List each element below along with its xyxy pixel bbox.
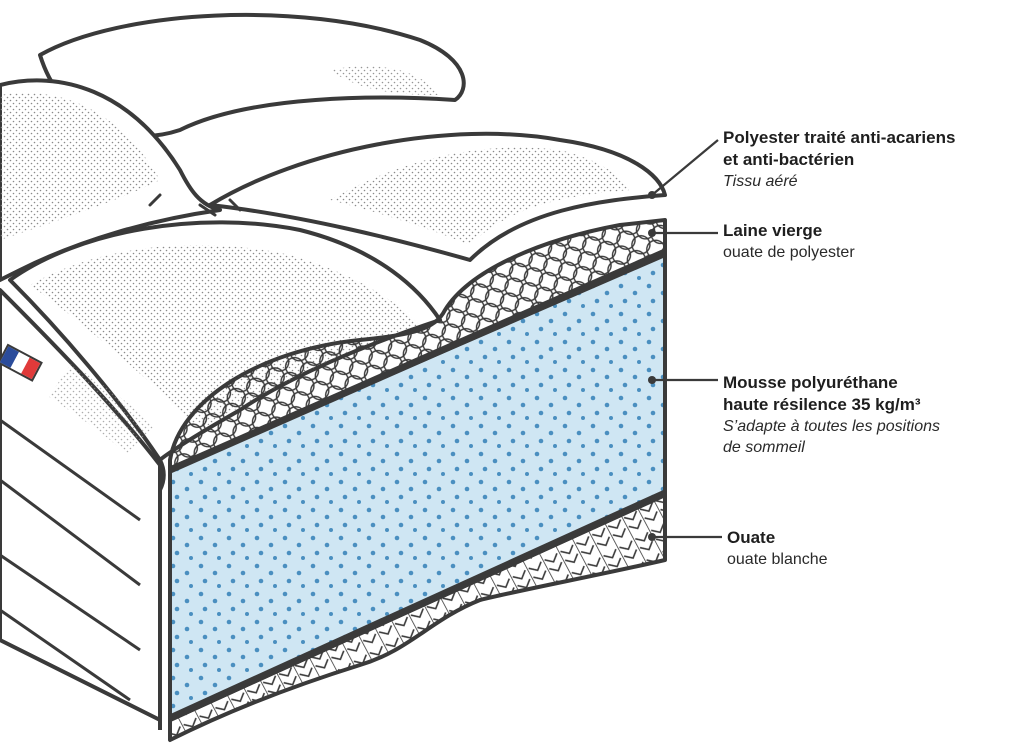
callout-ouate: Ouate ouate blanche: [727, 527, 1020, 570]
callout-ouate-title: Ouate: [727, 528, 776, 547]
callout-ouate-subtitle: ouate blanche: [727, 551, 828, 568]
callout-laine-subtitle: ouate de polyester: [723, 244, 855, 261]
leader-polyester: [651, 139, 719, 196]
callout-mousse-subtitle-1: S’adapte à toutes les positions: [723, 418, 941, 435]
layer-ouate: [168, 493, 667, 742]
leader-lines: [651, 139, 722, 539]
callout-laine-title: Laine vierge: [723, 221, 823, 240]
layer-laine: [168, 218, 667, 472]
callout-mousse-title-2: haute résilence 35 kg/m³: [723, 395, 921, 414]
callout-laine: Laine vierge ouate de polyester: [723, 220, 1020, 263]
callout-mousse: Mousse polyuréthane haute résilence 35 k…: [723, 372, 1020, 458]
callout-mousse-title-1: Mousse polyuréthane: [723, 373, 898, 392]
callout-polyester-title-1: Polyester traité anti-acariens: [723, 128, 956, 147]
callout-polyester-subtitle: Tissu aéré: [723, 173, 798, 190]
leader-dots: [648, 191, 656, 541]
callout-polyester-title-2: et anti-bactérien: [723, 150, 855, 169]
french-flag-tag-icon: [0, 343, 43, 382]
callout-mousse-subtitle-2: de sommeil: [723, 439, 805, 456]
callout-polyester: Polyester traité anti-acariens et anti-b…: [723, 127, 1020, 192]
